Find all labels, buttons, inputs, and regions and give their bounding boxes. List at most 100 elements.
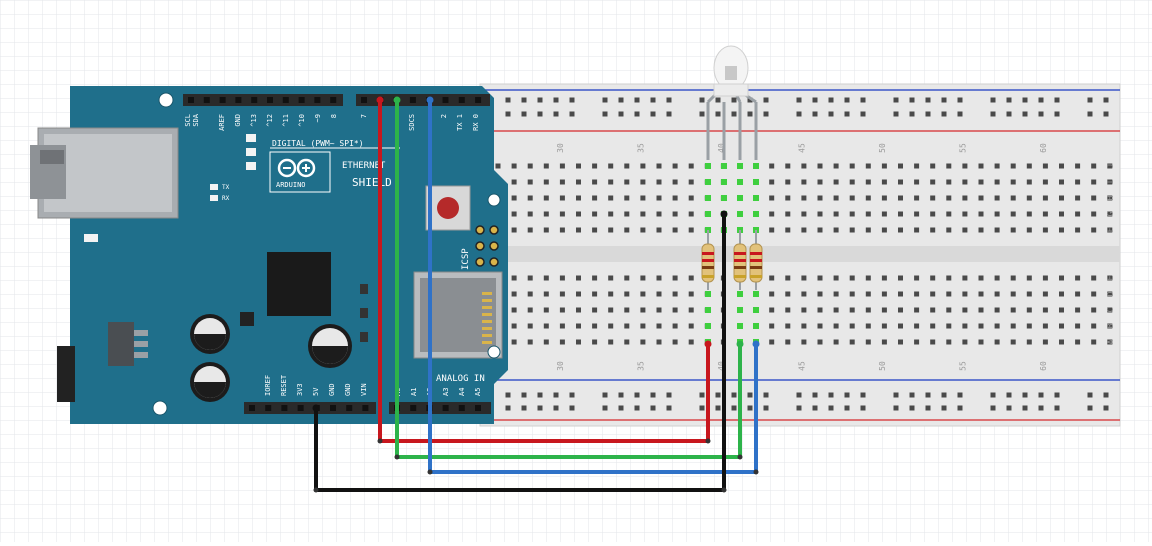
wire-endpoint[interactable] (736, 340, 744, 348)
wire-endpoint[interactable] (704, 340, 712, 348)
breadboard-hole (640, 211, 646, 217)
rail-hole (763, 405, 769, 411)
reset-button-cap[interactable] (437, 197, 459, 219)
breadboard-hole (608, 163, 614, 169)
breadboard-hole (527, 163, 533, 169)
breadboard-hole (946, 195, 952, 201)
breadboard-hole (881, 339, 887, 345)
rail-hole (812, 111, 818, 117)
wire-endpoint[interactable] (376, 96, 384, 104)
breadboard-hole (1107, 211, 1113, 217)
power-jack (57, 346, 75, 402)
wire-bend-point (753, 469, 759, 475)
breadboard-hole (1075, 195, 1081, 201)
rail-hole (699, 392, 705, 398)
rail-hole (893, 97, 899, 103)
breadboard-hole (946, 339, 952, 345)
breadboard-hole (833, 307, 839, 313)
breadboard-hole (656, 179, 662, 185)
rail-hole (1006, 111, 1012, 117)
rail-hole (957, 97, 963, 103)
header-socket (346, 405, 353, 411)
breadboard-hole (1091, 163, 1097, 169)
rail-hole (893, 405, 899, 411)
wire-endpoint[interactable] (752, 340, 760, 348)
column-number: 45 (798, 143, 807, 153)
breadboard-hole (817, 339, 823, 345)
breadboard-hole (817, 307, 823, 313)
breadboard-hole (1075, 291, 1081, 297)
breadboard-hole (1042, 275, 1048, 281)
pin-label: A4 (458, 388, 466, 396)
breadboard-hole (1026, 323, 1032, 329)
breadboard-hole (769, 227, 775, 233)
sd-contact (482, 341, 492, 344)
connected-hole (737, 323, 743, 329)
breadboard-hole (962, 179, 968, 185)
breadboard-hole (543, 179, 549, 185)
breadboard-hole (865, 211, 871, 217)
breadboard-hole (801, 307, 807, 313)
breadboard-hole (672, 339, 678, 345)
regulator-pin (134, 330, 148, 336)
breadboard-hole (592, 323, 598, 329)
breadboard-hole (592, 211, 598, 217)
pin-label: A3 (442, 388, 450, 396)
breadboard-hole (914, 211, 920, 217)
sd-contact (482, 292, 492, 295)
icsp-pin (475, 225, 485, 235)
breadboard-hole (624, 307, 630, 313)
icsp-pin (489, 225, 499, 235)
breadboard-hole (608, 195, 614, 201)
breadboard-hole (962, 195, 968, 201)
wire-endpoint[interactable] (720, 210, 728, 218)
breadboard-hole (865, 323, 871, 329)
breadboard-hole (688, 291, 694, 297)
column-number: 35 (637, 143, 646, 153)
rail-hole (602, 392, 608, 398)
row-letter: B (1106, 323, 1115, 328)
wire-endpoint[interactable] (426, 96, 434, 104)
breadboard-hole (881, 307, 887, 313)
breadboard-hole (656, 339, 662, 345)
breadboard-hole (672, 275, 678, 281)
wire-ground-black[interactable] (314, 214, 726, 492)
breadboard-hole (543, 227, 549, 233)
capacitor (190, 362, 230, 402)
rail-hole (812, 97, 818, 103)
pin-label: 2 (440, 114, 448, 118)
breadboard-hole (1059, 323, 1064, 329)
shield-name-line1: ETHERNET (342, 161, 386, 171)
breadboard-hole (865, 227, 871, 233)
breadboard-hole (978, 163, 984, 169)
breadboard-hole (1042, 163, 1048, 169)
connected-hole (705, 179, 711, 185)
column-number: 30 (556, 143, 565, 153)
breadboard-hole (608, 179, 614, 185)
wire-blue[interactable] (428, 100, 758, 474)
breadboard-hole (1010, 291, 1016, 297)
breadboard-hole (511, 227, 517, 233)
breadboard-hole (527, 211, 533, 217)
breadboard-hole (849, 291, 855, 297)
wire-endpoint[interactable] (393, 96, 401, 104)
rail-hole (860, 111, 866, 117)
breadboard-hole (688, 195, 694, 201)
breadboard-hole (559, 291, 565, 297)
wire-endpoint[interactable] (312, 404, 320, 412)
wire-red[interactable] (378, 100, 710, 443)
breadboard-hole (559, 307, 565, 313)
wire-green[interactable] (395, 100, 742, 459)
rail-hole (1022, 111, 1028, 117)
breadboard-hole (495, 163, 501, 169)
pin-label: GND (344, 383, 352, 396)
rail-hole (828, 392, 834, 398)
breadboard-hole (994, 211, 1000, 217)
breadboard-hole (1075, 163, 1081, 169)
breadboard-hole (1010, 211, 1016, 217)
breadboard-hole (1059, 211, 1064, 217)
breadboard-hole (849, 275, 855, 281)
breadboard-hole (1010, 339, 1016, 345)
